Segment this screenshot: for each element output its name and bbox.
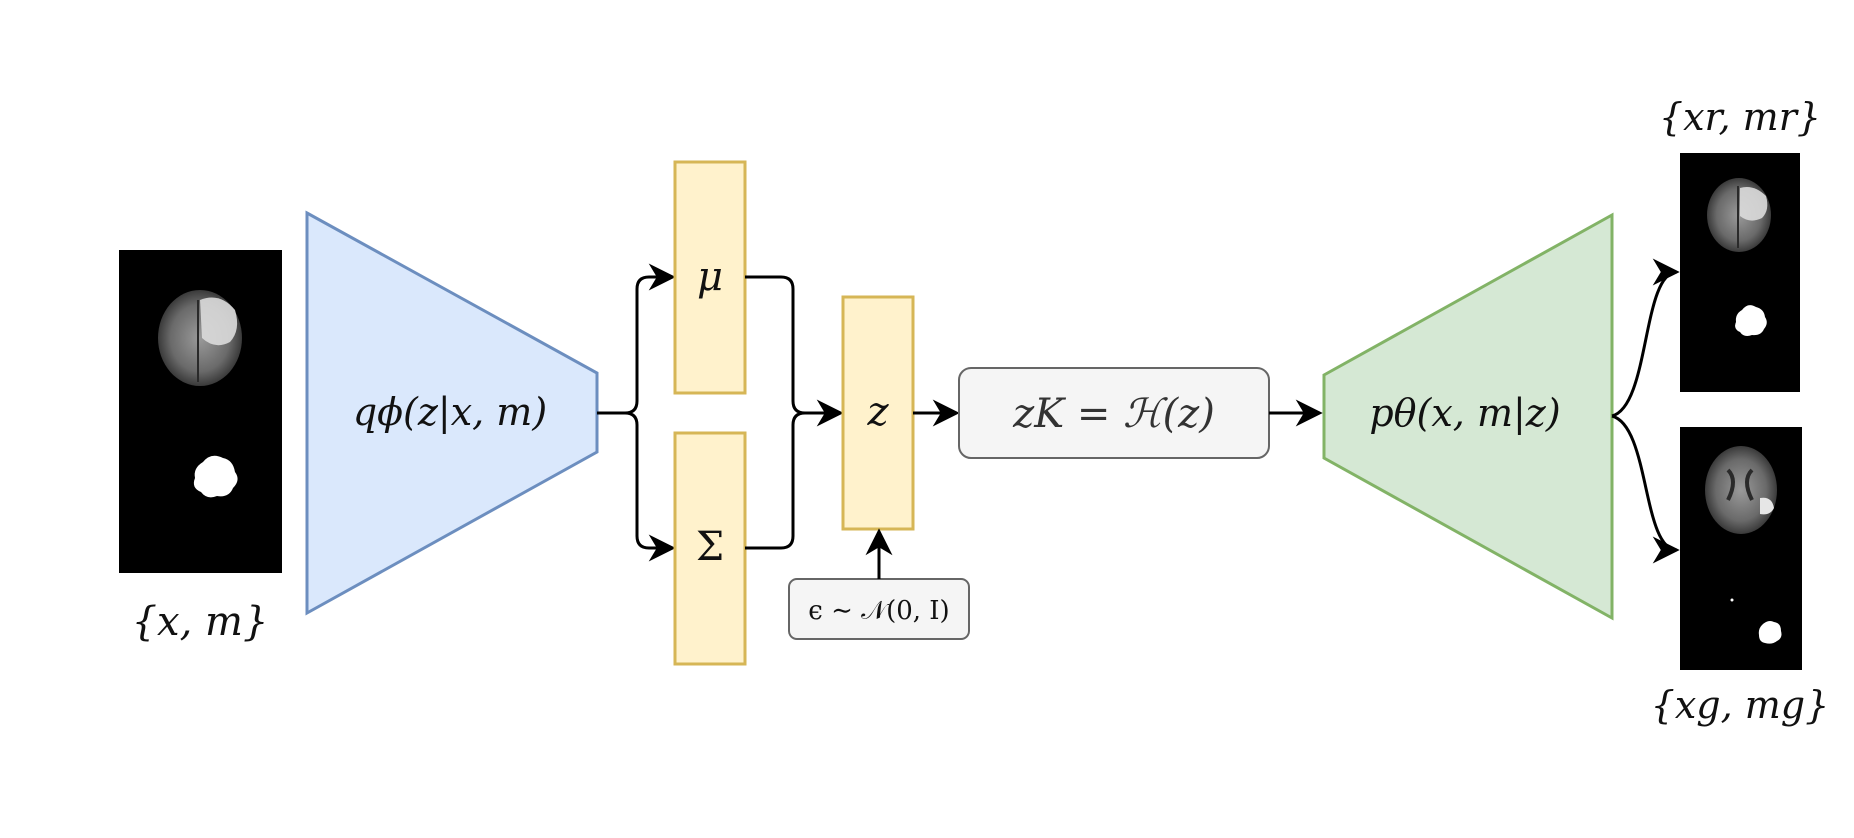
mu-label: μ [697, 254, 723, 300]
decoder-to-recon-arrow [1611, 258, 1680, 418]
mu-to-z-arrow [745, 275, 844, 427]
decoder-label: pθ(x, m|z) [1369, 391, 1560, 435]
gen-image [1680, 427, 1802, 670]
gen-label: {xg, mg} [1651, 683, 1830, 727]
encoder-to-mu-arrow [597, 263, 676, 415]
input-label: {x, m} [132, 599, 269, 645]
decoder-to-gen-arrow [1611, 414, 1680, 564]
flow-label: zK = ℋ(z) [1012, 391, 1215, 437]
recon-label: {xr, mr} [1659, 95, 1821, 139]
decoder-trapezoid [1322, 212, 1614, 621]
z-block [841, 295, 915, 531]
mu-block [673, 160, 747, 395]
recon-mask [1735, 305, 1767, 336]
z-label: z [866, 389, 889, 435]
gen-mask [1758, 621, 1782, 644]
input-image [119, 250, 282, 573]
recon-image [1680, 153, 1800, 392]
encoder-to-sigma-arrow [597, 411, 676, 562]
noise-label: ϵ ∼ 𝒩(0, I) [808, 596, 949, 626]
sigma-block [673, 431, 747, 666]
gen-brain-scan [1705, 446, 1777, 534]
input-mask [193, 455, 238, 498]
sigma-to-z-arrow [745, 411, 806, 550]
encoder-label: qϕ(z|x, m) [353, 390, 547, 434]
sigma-label: Σ [696, 524, 724, 570]
encoder-trapezoid [305, 210, 599, 616]
